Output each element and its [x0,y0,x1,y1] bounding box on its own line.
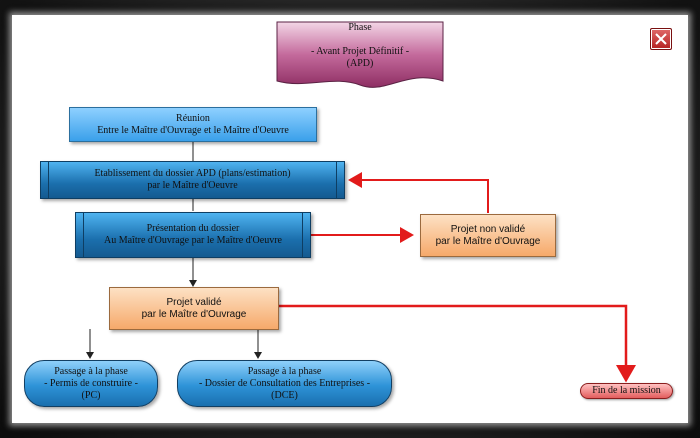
arrow-valide-to-fin [278,304,636,383]
step-fin-mission: Fin de la mission [580,383,673,399]
close-button[interactable] [650,28,672,50]
step-pc: Passage à la phase - Permis de construir… [24,360,158,407]
step-presentation: Présentation du dossier Au Maître d'Ouvr… [75,212,311,258]
phase-shape [276,21,444,88]
step-etablissement: Etablissement du dossier APD (plans/esti… [40,161,345,199]
step-dce: Passage à la phase - Dossier de Consulta… [177,360,392,407]
phase-label: Phase - Avant Projet Définitif - (APD) [310,22,410,69]
dialog-frame: Phase - Avant Projet Définitif - (APD) R… [12,15,688,423]
step-valide: Projet validé par le Maître d'Ouvrage [109,287,279,330]
step-non-valide: Projet non validé par le Maître d'Ouvrag… [420,214,556,257]
step-reunion: Réunion Entre le Maître d'Ouvrage et le … [69,107,317,142]
close-icon [655,33,667,45]
arrow-non-valide-to-etablissement [348,172,489,213]
flow-connectors [86,141,636,383]
